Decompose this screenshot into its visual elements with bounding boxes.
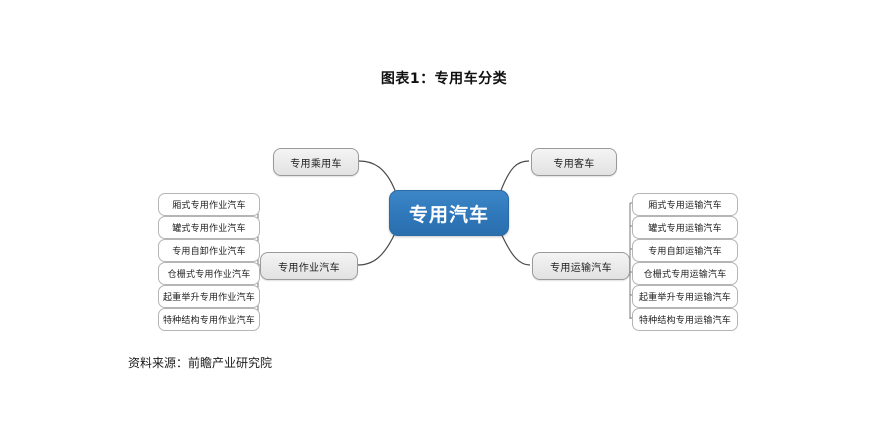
branch-node-special-operation-vehicle[interactable]: 专用作业汽车 xyxy=(260,252,358,280)
link-center-top-right xyxy=(499,160,530,194)
leaf-node[interactable]: 特种结构专用作业汽车 xyxy=(158,308,260,331)
source-note: 资料来源：前瞻产业研究院 xyxy=(128,356,273,370)
leaf-label: 特种结构专用作业汽车 xyxy=(162,316,255,326)
central-node-label: 专用汽车 xyxy=(408,203,489,226)
leaf-label: 专用自卸作业汽车 xyxy=(172,247,246,257)
leaf-label: 专用自卸运输汽车 xyxy=(648,247,722,257)
branch-node-special-transport-vehicle[interactable]: 专用运输汽车 xyxy=(532,252,630,280)
leaf-node[interactable]: 仓栅式专用运输汽车 xyxy=(632,262,738,285)
leaf-node[interactable]: 罐式专用运输汽车 xyxy=(632,216,738,239)
leaf-node[interactable]: 专用自卸作业汽车 xyxy=(158,239,260,262)
leaf-label: 仓栅式专用作业汽车 xyxy=(167,270,251,280)
link-center-bottom-right xyxy=(499,230,531,266)
branch-label: 专用作业汽车 xyxy=(278,262,340,274)
leaf-label: 仓栅式专用运输汽车 xyxy=(643,270,727,280)
branch-label: 专用客车 xyxy=(553,158,595,170)
leaf-label: 罐式专用运输汽车 xyxy=(648,224,722,234)
leaf-node[interactable]: 厢式专用作业汽车 xyxy=(158,193,260,216)
branch-label: 专用乘用车 xyxy=(290,158,342,170)
leaf-node[interactable]: 起重举升专用运输汽车 xyxy=(632,285,738,308)
leaf-label: 起重举升专用运输汽车 xyxy=(638,293,731,303)
central-node[interactable]: 专用汽车 xyxy=(389,190,509,236)
leaf-node[interactable]: 起重举升专用作业汽车 xyxy=(158,285,260,308)
leaf-label: 起重举升专用作业汽车 xyxy=(162,293,255,303)
leaf-label: 厢式专用作业汽车 xyxy=(172,201,246,211)
link-center-bottom-left xyxy=(357,230,397,266)
leaf-node[interactable]: 专用自卸运输汽车 xyxy=(632,239,738,262)
page-title: 图表1：专用车分类 xyxy=(380,71,508,87)
link-center-top-left xyxy=(358,160,397,194)
leaf-node[interactable]: 仓栅式专用作业汽车 xyxy=(158,262,260,285)
branch-label: 专用运输汽车 xyxy=(550,262,612,274)
leaf-label: 厢式专用运输汽车 xyxy=(648,201,722,211)
leaf-node[interactable]: 罐式专用作业汽车 xyxy=(158,216,260,239)
leaf-label: 罐式专用作业汽车 xyxy=(172,224,246,234)
branch-node-special-passenger-vehicle[interactable]: 专用乘用车 xyxy=(273,148,359,176)
leaf-node[interactable]: 厢式专用运输汽车 xyxy=(632,193,738,216)
branch-node-special-bus[interactable]: 专用客车 xyxy=(531,148,617,176)
leaf-label: 特种结构专用运输汽车 xyxy=(638,316,731,326)
leaf-node[interactable]: 特种结构专用运输汽车 xyxy=(632,308,738,331)
